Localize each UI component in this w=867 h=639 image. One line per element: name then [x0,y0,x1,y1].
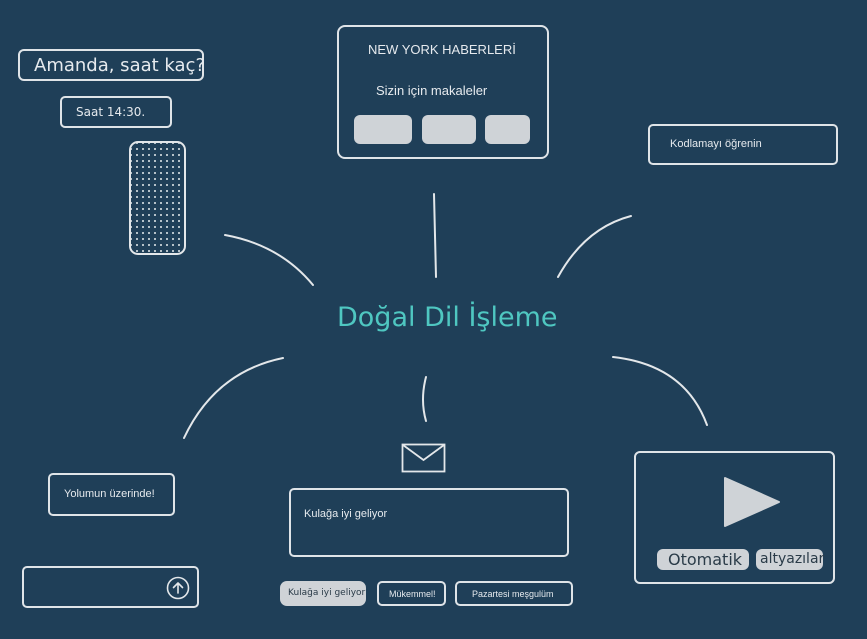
email-body-text: Kulağa iyi geliyor [304,508,388,520]
caption-left-text: Otomatik [668,550,743,569]
voice-answer-bubble: Saat 14:30. [60,96,172,128]
message-bubble: Yolumun üzerinde! [48,473,175,516]
news-subtitle: Sizin için makaleler [376,83,488,98]
message-input[interactable] [22,566,199,608]
smart-reply-label: Mükemmel! [389,589,436,599]
play-icon[interactable] [722,476,782,528]
article-tile[interactable] [354,115,412,144]
connector-top-left [224,234,314,286]
news-card: NEW YORK HABERLERİ Sizin için makaleler [337,25,549,159]
caption-chip: Otomatik [657,549,749,570]
article-tile[interactable] [422,115,476,144]
smart-reply-chip[interactable]: Kulağa iyi geliyor [280,581,366,606]
smart-speaker-icon [128,140,187,256]
email-body-box[interactable]: Kulağa iyi geliyor [289,488,569,557]
connector-top [433,193,437,278]
article-tile[interactable] [485,115,530,144]
voice-question-bubble: Amanda, saat kaç? [18,49,205,81]
center-title: Doğal Dil İşleme [337,302,558,333]
video-card[interactable]: Otomatik altyazılar [634,451,835,584]
message-bubble-text: Yolumun üzerinde! [64,488,155,500]
caption-right-text: altyazılar [760,551,825,567]
coding-card[interactable]: Kodlamayı öğrenin [648,124,838,165]
connector-bottom-right [612,356,708,426]
smart-reply-chip[interactable]: Mükemmel! [377,581,446,606]
envelope-icon [401,443,446,473]
send-arrow-icon[interactable] [166,576,190,600]
voice-question-text: Amanda, saat kaç? [34,55,205,76]
voice-answer-text: Saat 14:30. [76,105,146,119]
smart-reply-label: Kulağa iyi geliyor [288,588,366,598]
connector-top-right [557,215,632,278]
smart-reply-chip[interactable]: Pazartesi meşgulüm [455,581,573,606]
caption-chip: altyazılar [756,549,825,570]
connector-bottom [422,376,427,422]
news-title: NEW YORK HABERLERİ [368,42,516,57]
smart-reply-label: Pazartesi meşgulüm [472,589,554,599]
connector-bottom-left [183,357,284,439]
coding-label: Kodlamayı öğrenin [670,138,762,150]
